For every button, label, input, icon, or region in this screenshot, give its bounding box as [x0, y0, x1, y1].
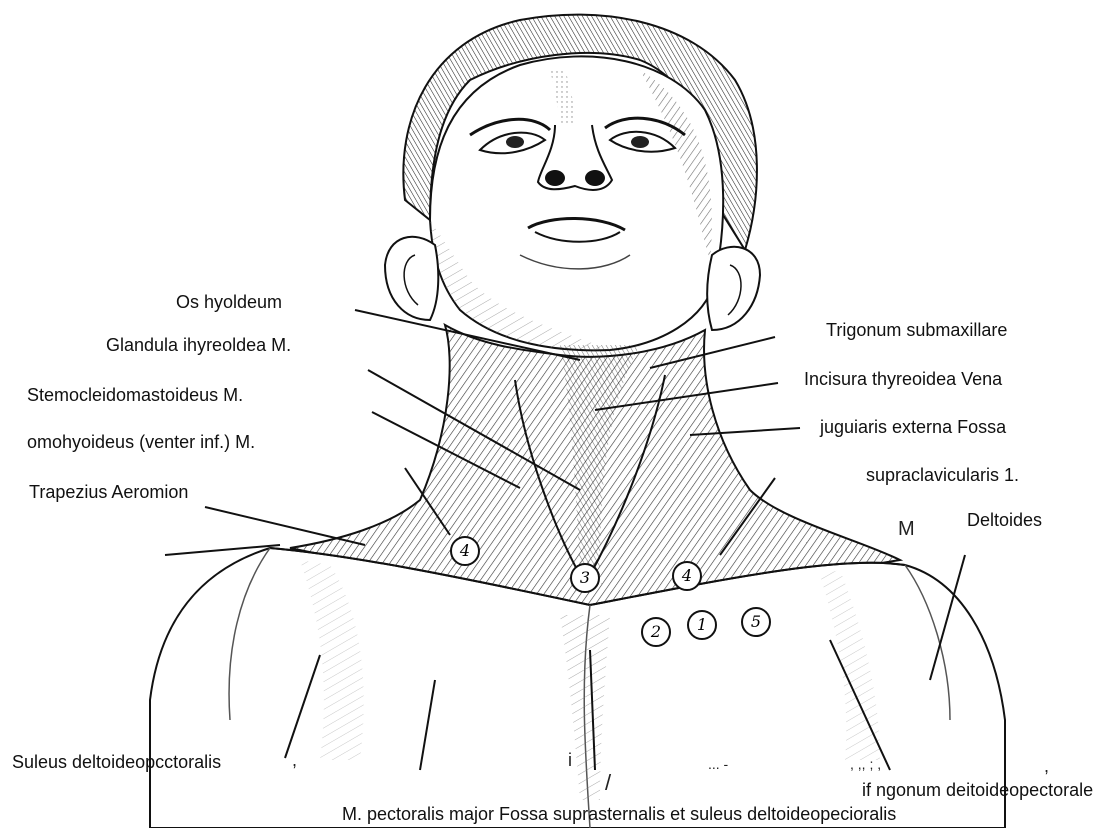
stray-dots: ... - [708, 756, 728, 772]
label-trapezius: Trapezius Aeromion [29, 482, 188, 502]
marker-1: 1 [687, 610, 717, 640]
label-trigonum-delto: if ngonum deitoideopectorale [862, 780, 1093, 800]
marker-4-right: 4 [672, 561, 702, 591]
stray-i: i [568, 750, 572, 771]
label-jugularis: juguiaris externa Fossa [820, 417, 1006, 437]
label-bottom-caption: M. pectoralis major Fossa suprasternalis… [342, 804, 896, 824]
stray-comma-right: , [1044, 756, 1049, 777]
stray-m: M [898, 518, 915, 541]
label-supraclavicularis: supraclavicularis 1. [866, 465, 1019, 485]
label-omohyoideus: omohyoideus (venter inf.) M. [27, 432, 255, 452]
label-os-hyoideum: Os hyoldeum [176, 292, 282, 312]
label-glandula: Glandula ihyreoldea M. [106, 335, 291, 355]
marker-4-left: 4 [450, 536, 480, 566]
label-sternocleido: Stemocleidomastoideus M. [27, 385, 243, 405]
stray-comma-left: , [292, 750, 297, 771]
label-sulcus-delto: Suleus deltoideopcctoralis [12, 752, 221, 772]
label-trigonum-submax: Trigonum submaxillare [826, 320, 1007, 340]
marker-5: 5 [741, 607, 771, 637]
stray-dots2: , ,, ; , [850, 756, 881, 772]
label-deltoides: Deltoides [967, 510, 1042, 530]
stray-slash: / [605, 770, 611, 796]
label-incisura: Incisura thyreoidea Vena [804, 369, 1002, 389]
marker-2: 2 [641, 617, 671, 647]
marker-3: 3 [570, 563, 600, 593]
face [430, 56, 723, 350]
